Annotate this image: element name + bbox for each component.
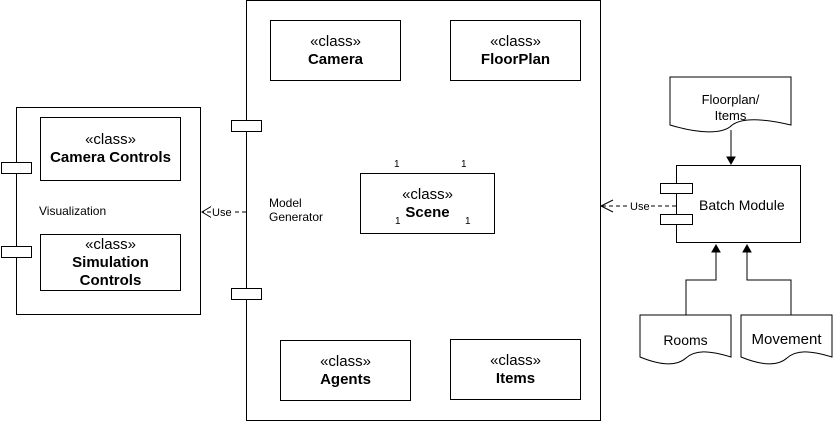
visualization-label: Visualization	[39, 204, 107, 218]
class-scene[interactable]: «class» Scene	[360, 173, 495, 234]
class-name: Camera Controls	[50, 149, 171, 166]
stereotype: «class»	[490, 351, 541, 369]
batch-module-port-bottom	[660, 214, 693, 225]
model-generator-port-top	[231, 120, 262, 132]
movement-arrow	[746, 245, 792, 315]
stereotype: «class»	[490, 32, 541, 50]
movement-document[interactable]: Movement	[751, 331, 822, 348]
use-left-arrowhead	[201, 205, 213, 219]
class-camera-controls[interactable]: «class» Camera Controls	[40, 117, 181, 181]
movement-arrowhead	[742, 243, 752, 253]
model-generator-label-line1: Model	[269, 196, 302, 210]
document-line1: Floorplan/	[701, 92, 760, 107]
stereotype: «class»	[402, 185, 453, 203]
class-items[interactable]: «class» Items	[450, 339, 581, 400]
class-name: Simulation Controls	[72, 253, 149, 289]
floorplan-items-arrowhead	[726, 156, 736, 166]
stereotype: «class»	[85, 131, 136, 148]
batch-module-port-top	[660, 183, 693, 194]
class-name: Items	[495, 369, 536, 387]
model-generator-label-line2: Generator	[269, 210, 324, 224]
visualization-port-top	[1, 162, 32, 174]
class-name: Camera	[307, 50, 364, 68]
class-agents[interactable]: «class» Agents	[280, 340, 411, 401]
use-right-label: Use	[629, 200, 651, 214]
floorplan-items-document[interactable]: Floorplan/ Items	[670, 92, 791, 124]
multiplicity-scene-agents: 1	[395, 216, 401, 227]
class-name: Scene	[405, 203, 450, 221]
use-right-arrowhead	[599, 199, 614, 213]
batch-module-label: Batch Module	[699, 197, 785, 213]
rooms-arrow	[685, 245, 717, 315]
class-name: Agents	[320, 370, 371, 388]
class-floorplan[interactable]: «class» FloorPlan	[450, 20, 581, 81]
multiplicity-camera-scene: 1	[394, 159, 400, 170]
multiplicity-scene-items: 1	[465, 216, 471, 227]
class-camera[interactable]: «class» Camera	[270, 20, 401, 81]
rooms-document-shape	[639, 314, 732, 365]
rooms-arrowhead	[711, 243, 721, 253]
stereotype: «class»	[320, 352, 371, 370]
batch-module-component[interactable]	[676, 165, 801, 243]
model-generator-port-bottom	[231, 288, 262, 300]
document-line2: Items	[714, 108, 747, 123]
movement-document-shape	[740, 314, 833, 365]
model-generator-label: Model Generator	[269, 196, 323, 224]
floorplan-items-document-shape	[669, 76, 792, 133]
class-simulation-controls[interactable]: «class» Simulation Controls	[40, 234, 181, 291]
use-left-label: Use	[211, 206, 233, 220]
class-name: FloorPlan	[480, 50, 551, 68]
multiplicity-floorplan-scene: 1	[461, 159, 467, 170]
visualization-port-bottom	[1, 246, 32, 258]
rooms-document[interactable]: Rooms	[663, 332, 708, 348]
stereotype: «class»	[85, 235, 136, 253]
stereotype: «class»	[310, 32, 361, 50]
